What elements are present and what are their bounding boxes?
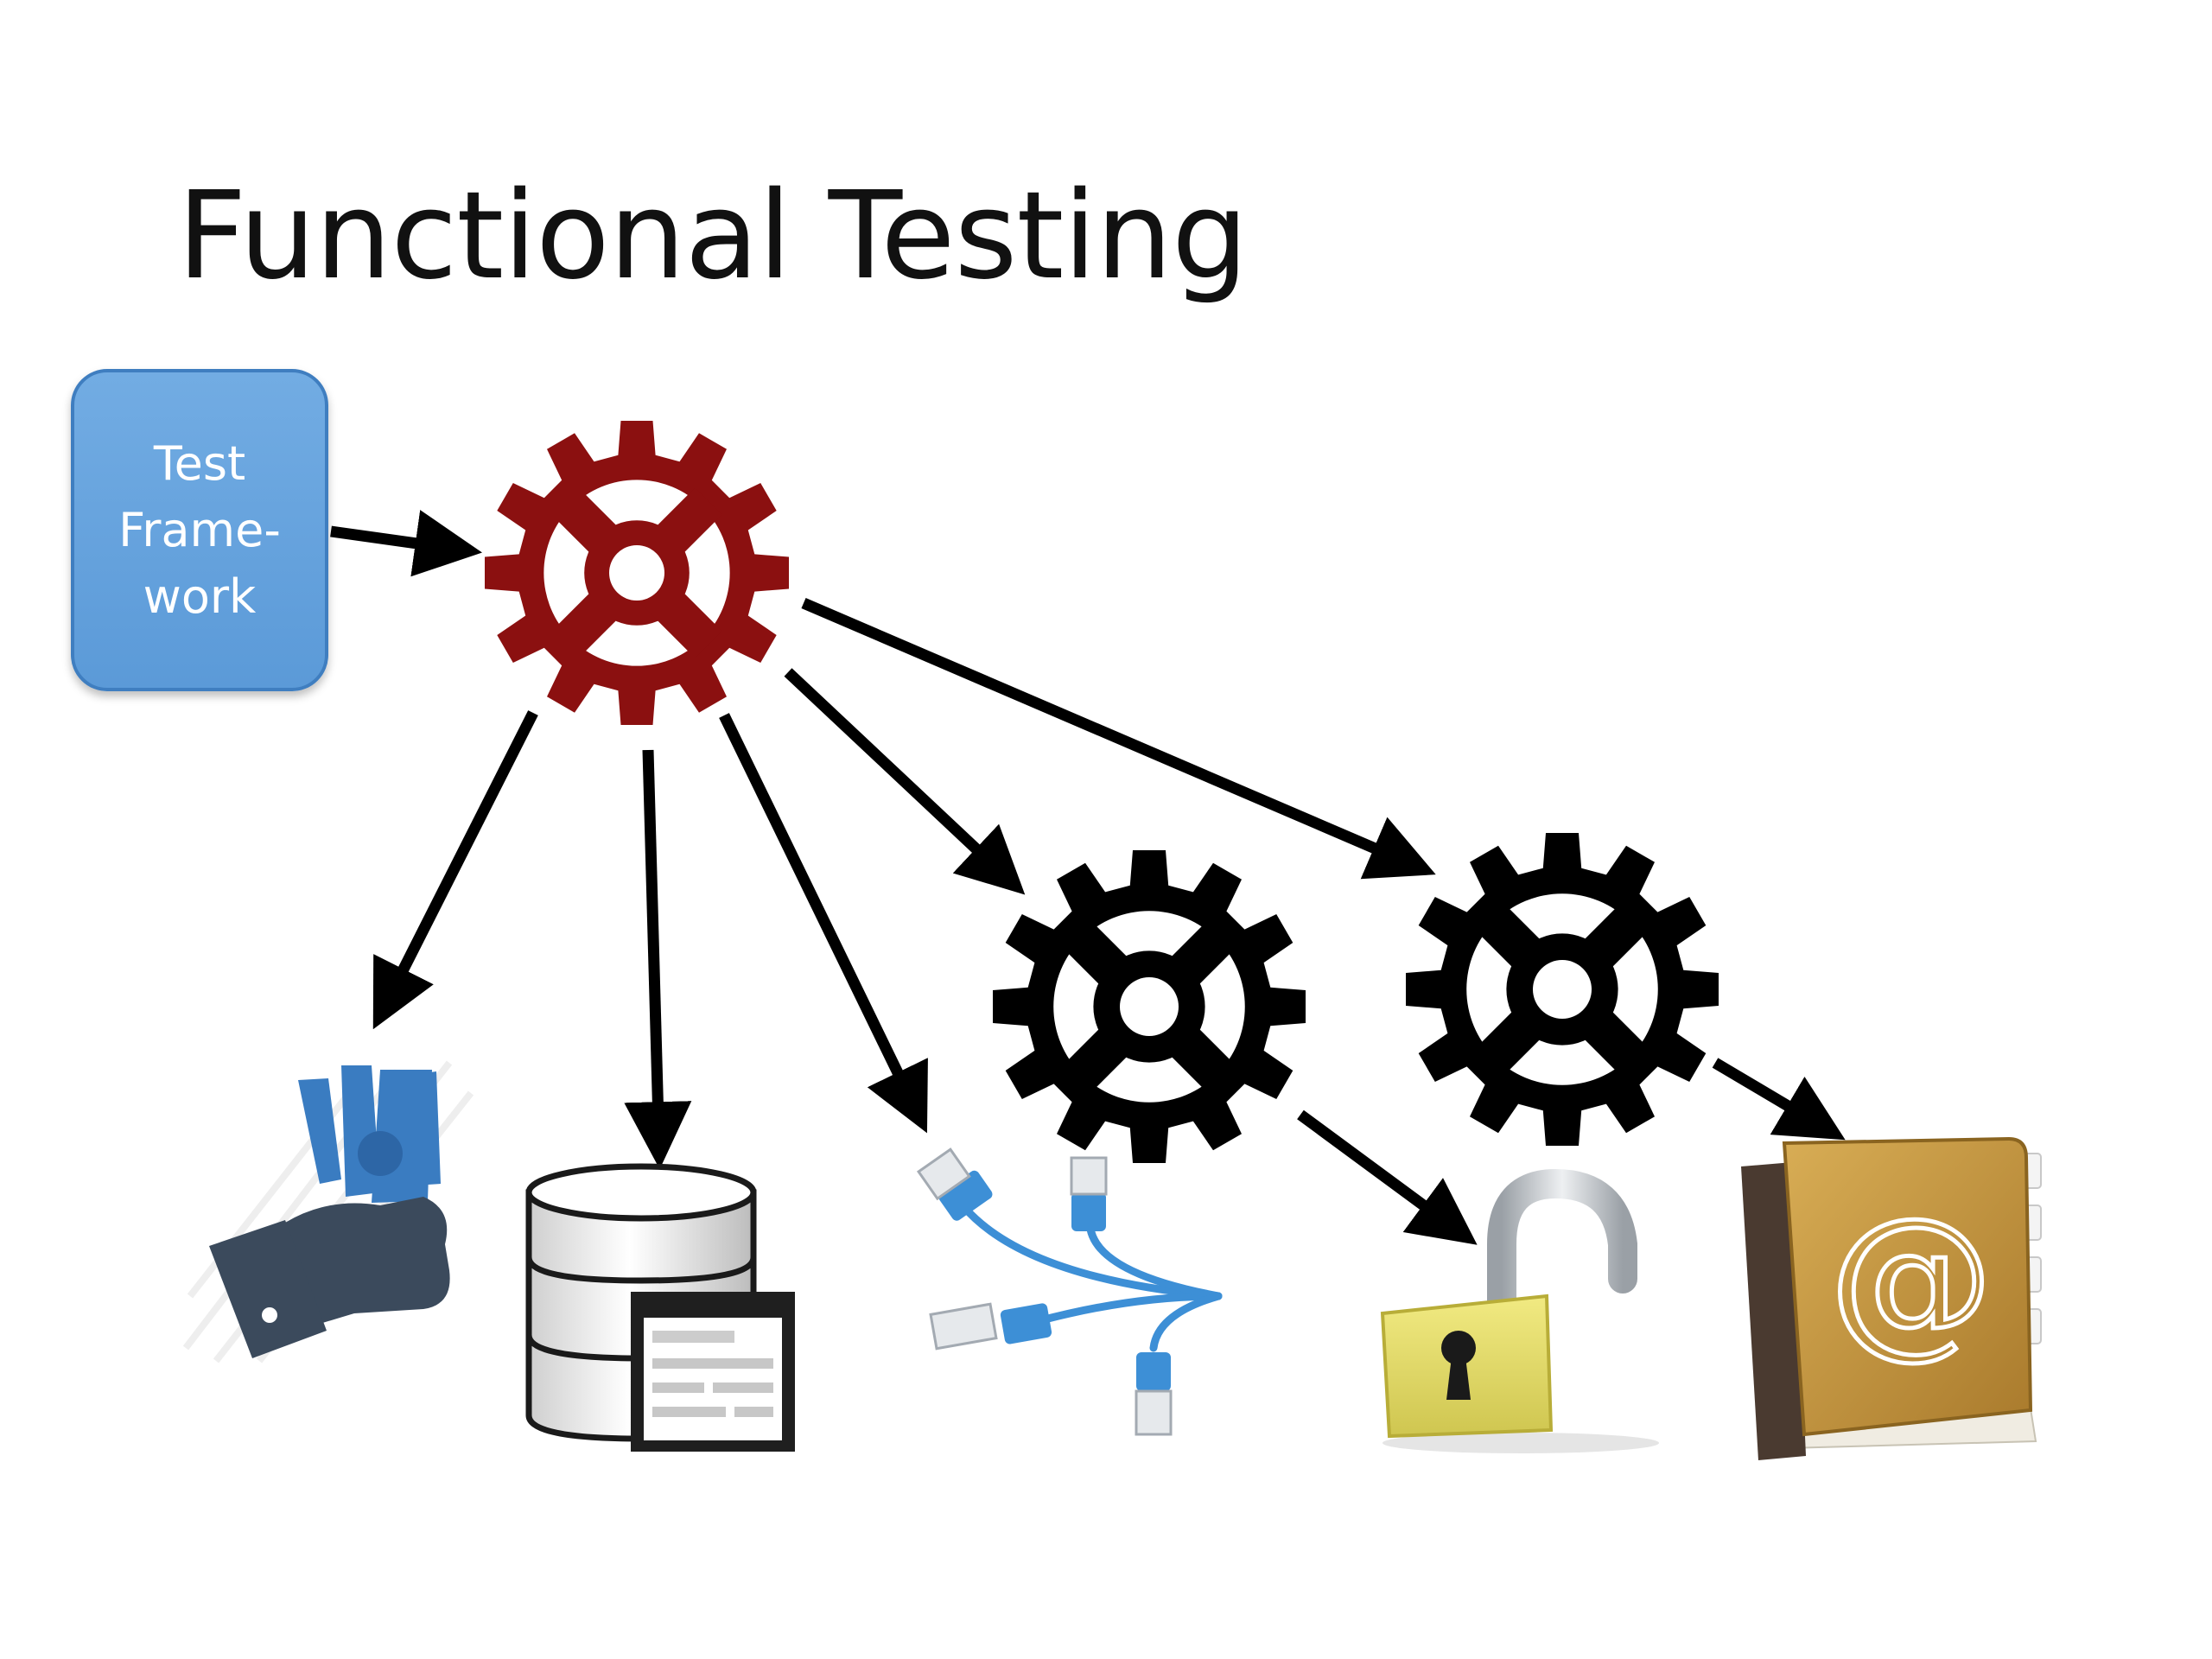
arrow-gear-to-database [624, 749, 692, 1170]
arrow-subgear-2-to-address-book [1712, 1058, 1846, 1141]
arrow-gear-to-subgear-2 [801, 598, 1436, 880]
address-book-icon: @ [1741, 1136, 2042, 1460]
network-cable-icon [916, 1147, 1223, 1436]
test-framework-label: Test Frame- work [87, 430, 312, 630]
connectors [330, 510, 1846, 1245]
gear-ring [485, 421, 789, 725]
gear-center-hole [1533, 960, 1592, 1019]
central-gear-icon [485, 421, 789, 725]
hand-money-icon [182, 1060, 474, 1363]
arrow-gear-to-network [719, 713, 928, 1134]
gear-ring [993, 850, 1306, 1163]
gear-ring [1406, 833, 1719, 1146]
test-framework-line-1: Test [153, 436, 246, 491]
unlocked-padlock-icon [1380, 1168, 1659, 1453]
arrow-gear-to-payment [372, 710, 538, 1030]
slide-title: Functional Testing [177, 166, 1249, 307]
test-framework-line-3: work [143, 569, 257, 624]
gear-center-hole [609, 545, 664, 601]
at-symbol: @ [1829, 1183, 1993, 1374]
arrow-framework-to-gear [330, 510, 483, 577]
arrow-gear-to-subgear-1 [784, 668, 1026, 895]
database-icon [525, 1163, 795, 1452]
test-framework-box: Test Frame- work [71, 369, 328, 691]
arrow-subgear-1-to-security [1297, 1109, 1478, 1245]
test-framework-line-2: Frame- [118, 503, 281, 557]
gear-center-hole [1120, 977, 1179, 1036]
sub-gear-1-icon [993, 850, 1306, 1163]
sub-gear-2-icon [1406, 833, 1719, 1146]
